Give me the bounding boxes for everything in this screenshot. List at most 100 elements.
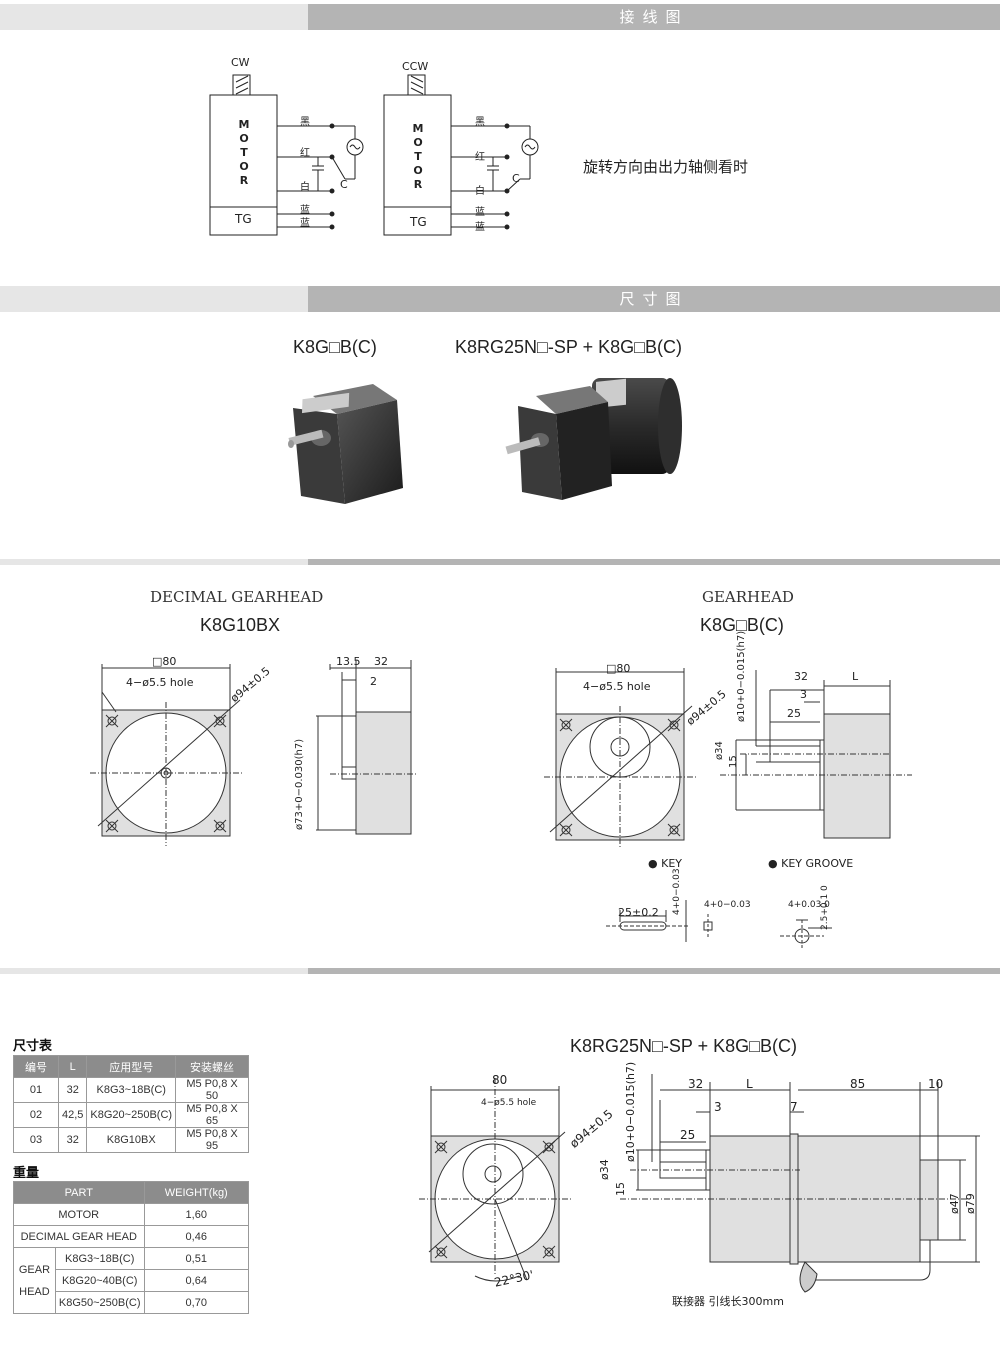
table-cell: 32 — [57, 1077, 88, 1103]
assembly-d79: ø79 — [964, 1193, 977, 1214]
key-k4b: 4+0−0.03 — [704, 900, 751, 910]
decimal-d32: 32 — [374, 655, 388, 668]
decimal-side-view — [316, 660, 418, 835]
table-row: MOTOR 1,60 — [13, 1203, 250, 1226]
table-cell: M5 P0,8 X 50 — [175, 1077, 249, 1103]
header-cell: WEIGHT(kg) — [143, 1181, 250, 1204]
gearhead-photo — [288, 384, 403, 504]
assembly-hole: 4−ø5.5 hole — [481, 1098, 537, 1108]
key-groove-detail — [780, 919, 832, 948]
key-groove-label: ● KEY GROOVE — [768, 857, 854, 870]
cap-label-ccw: C — [512, 172, 520, 185]
weight-table: PART WEIGHT(kg) MOTOR 1,60 DECIMAL GEAR … — [13, 1181, 250, 1314]
table-cell: 0,51 — [143, 1247, 250, 1270]
keygroove-kg25: 2.5+0.1 0 — [820, 885, 830, 930]
gearhead-sq-dim: □80 — [606, 662, 631, 675]
section-band-wiring: 接线图 — [0, 4, 1000, 30]
table-cell: K8G3~18B(C) — [54, 1247, 145, 1270]
dim-table-title: 尺寸表 — [13, 1039, 53, 1054]
photo-label-left: K8G□B(C) — [293, 337, 377, 357]
connector-note: 联接器 引线长300mm — [672, 1295, 784, 1308]
assembly-d80: 80 — [492, 1073, 508, 1087]
table-row: DECIMAL GEAR HEAD 0,46 — [13, 1225, 250, 1248]
keygroove-kg4: 4+0.03 0 — [788, 900, 830, 910]
section-title-wiring: 接线图 — [308, 4, 1000, 30]
table-header-row: 编号 L 应用型号 安装螺丝 — [13, 1055, 249, 1078]
table-cell: 0,64 — [143, 1269, 250, 1292]
divider-1 — [0, 559, 1000, 565]
key-k4: 4+0−0.03 — [672, 868, 682, 915]
wire-white-ccw: 白 — [475, 186, 485, 197]
decimal-front-view — [90, 664, 242, 846]
decimal-model: K8G10BX — [200, 615, 281, 635]
assembly-d47: ø47 — [948, 1193, 961, 1214]
header-cell: 安装螺丝 — [175, 1055, 249, 1078]
table-cell: M5 P0,8 X 95 — [175, 1127, 249, 1153]
cap-label-cw: C — [340, 178, 348, 191]
wire-black-cw: 黑 — [300, 117, 310, 128]
table-cell: 32 — [57, 1127, 88, 1153]
wire-blue2-ccw: 蓝 — [475, 222, 485, 233]
decimal-d2: 2 — [370, 675, 377, 688]
gearhead-title: GEARHEAD — [702, 588, 794, 606]
wiring-diagram — [209, 74, 539, 236]
table-cell: 1,60 — [143, 1203, 250, 1226]
table-cell: 0,70 — [143, 1291, 250, 1314]
wire-white-cw: 白 — [300, 182, 310, 193]
gearhead-hole-dim: 4−ø5.5 hole — [583, 680, 651, 693]
assembly-d10: 10 — [928, 1077, 944, 1091]
section-band-dimension: 尺寸图 — [0, 286, 1000, 312]
header-cell: PART — [13, 1181, 145, 1204]
decimal-d73: ø73+0−0.030(h7) — [294, 738, 305, 830]
section-title-dimension: 尺寸图 — [308, 286, 1000, 312]
assembly-title: K8RG25N□-SP + K8G□B(C) — [570, 1036, 797, 1056]
header-cell: 编号 — [13, 1055, 59, 1078]
table-cell: 03 — [13, 1127, 59, 1153]
gearhead-front-view — [544, 668, 696, 848]
tg-label-ccw: TG — [410, 215, 427, 229]
decimal-hole-dim: 4−ø5.5 hole — [126, 676, 194, 689]
wire-blue2-cw: 蓝 — [300, 218, 310, 229]
wire-red-cw: 红 — [300, 148, 310, 159]
rotation-note: 旋转方向由出力轴侧看时 — [583, 158, 749, 176]
wiring-ccw — [383, 74, 539, 236]
table-row: K8G20~40B(C) 0,64 — [14, 1269, 250, 1292]
gearhead-d32: 32 — [794, 670, 808, 683]
cw-label: CW — [231, 56, 250, 69]
table-cell: MOTOR — [13, 1203, 145, 1226]
ccw-label: CCW — [402, 60, 429, 73]
table-cell: 02 — [13, 1102, 59, 1128]
assembly-shaft: ø10+0−0.015(h7) — [624, 1061, 637, 1162]
tg-label-cw: TG — [235, 212, 252, 226]
assembly-side-view — [620, 1074, 980, 1293]
assembly-d3: 3 — [714, 1100, 722, 1114]
assembly-front-view — [419, 1078, 571, 1282]
divider-2 — [0, 968, 1000, 974]
assembly-dL: L — [746, 1077, 753, 1091]
table-cell: 01 — [13, 1077, 59, 1103]
table-header-row: PART WEIGHT(kg) — [13, 1181, 250, 1204]
key-k25: 25±0.2 — [618, 906, 659, 919]
assembly-d25: 25 — [680, 1128, 696, 1142]
key-detail — [606, 900, 713, 942]
wire-blue1-ccw: 蓝 — [475, 207, 485, 218]
header-cell: L — [57, 1055, 88, 1078]
gearhead-d34: ø34 — [714, 741, 725, 760]
table-cell: K8G50~250B(C) — [54, 1291, 145, 1314]
table-cell: 0,46 — [143, 1225, 250, 1248]
wire-black-ccw: 黑 — [475, 117, 485, 128]
wire-blue1-cw: 蓝 — [300, 205, 310, 216]
decimal-sq-dim: □80 — [152, 655, 177, 668]
assembly-d32: 32 — [688, 1077, 704, 1091]
key-label: ● KEY — [648, 857, 682, 870]
table-cell: K8G20~40B(C) — [54, 1269, 145, 1292]
assembly-d7: 7 — [790, 1100, 798, 1114]
table-row: K8G50~250B(C) 0,70 — [14, 1291, 250, 1314]
table-row: 03 32 K8G10BX M5 P0,8 X 95 — [13, 1127, 249, 1153]
wire-red-ccw: 红 — [475, 152, 485, 163]
gearhead-shaft-dim: ø10+0−0.015(h7) — [736, 630, 747, 722]
assembly-d15: 15 — [614, 1182, 627, 1196]
